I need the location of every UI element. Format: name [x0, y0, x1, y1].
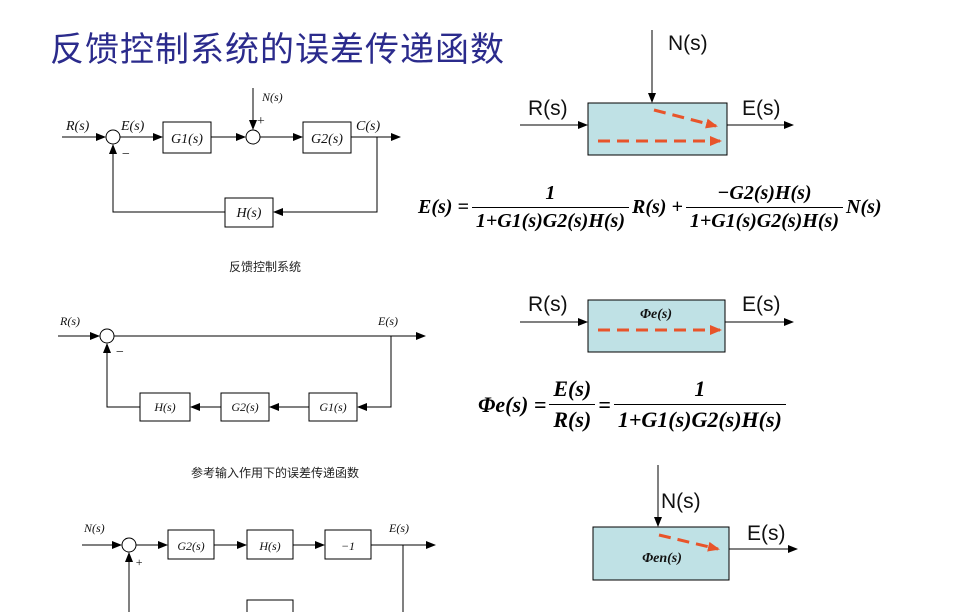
- slide-title: 反馈控制系统的误差传递函数: [50, 30, 505, 70]
- feedback-block-diagram: [62, 88, 401, 228]
- label-r: R(s): [528, 293, 568, 316]
- eq1-frac1-num: 1: [545, 182, 556, 204]
- eq1-mid: R(s) +: [632, 196, 683, 218]
- error-equation: E(s) = 1 1+G1(s)G2(s)H(s) R(s) + −G2(s)H(…: [418, 182, 882, 233]
- label-r: R(s): [65, 119, 90, 134]
- disturbance-error-diagram: [82, 529, 436, 612]
- block-phi-e-label: Φe(s): [640, 307, 672, 322]
- eq2-frac1-den: R(s): [549, 404, 596, 433]
- error-block-rn: [520, 30, 794, 156]
- label-e: E(s): [747, 522, 786, 545]
- label-n: N(s): [83, 521, 105, 535]
- block-h-label: H(s): [236, 206, 262, 221]
- block-g2-label: G2(s): [177, 539, 204, 553]
- eq2-frac2-den: 1+G1(s)G2(s)H(s): [613, 404, 786, 433]
- diagram1-caption: 反馈控制系统: [229, 260, 301, 274]
- block-h-label: H(s): [153, 400, 175, 414]
- minus-sign: −: [115, 345, 124, 360]
- error-block-n: [592, 465, 798, 581]
- block-g1-label: G1(s): [171, 132, 203, 147]
- label-e: E(s): [377, 314, 398, 328]
- eq2-frac2-num: 1: [694, 376, 706, 401]
- label-e: E(s): [742, 293, 781, 316]
- block-phi-en-label: Φen(s): [642, 551, 682, 566]
- reference-error-diagram: [58, 328, 426, 422]
- eq1-lhs: E(s) =: [418, 196, 469, 218]
- block-g2-label: G2(s): [311, 132, 343, 147]
- block-g1-label: G1(s): [319, 400, 346, 414]
- eq2-lhs: Φe(s) =: [478, 391, 547, 417]
- eq1-frac1-den: 1+G1(s)G2(s)H(s): [471, 207, 629, 233]
- label-c: C(s): [356, 119, 380, 134]
- eq1-frac2-den: 1+G1(s)G2(s)H(s): [685, 207, 843, 233]
- eq1-rhs: N(s): [846, 196, 882, 218]
- plus-sign: +: [256, 114, 265, 129]
- eq2-frac1-num: E(s): [553, 376, 592, 401]
- minus-sign: −: [121, 147, 130, 162]
- label-n: N(s): [261, 90, 283, 104]
- diagram2-caption: 参考输入作用下的误差传递函数: [191, 465, 359, 480]
- block-h-label: H(s): [258, 539, 280, 553]
- error-block-r: [520, 299, 794, 353]
- block-g2-label: G2(s): [231, 400, 258, 414]
- eq2-equals: =: [598, 391, 611, 417]
- eq1-frac2-num: −G2(s)H(s): [717, 182, 812, 204]
- label-r: R(s): [59, 314, 80, 328]
- block-neg-label: −1: [341, 539, 355, 553]
- label-n: N(s): [661, 490, 701, 513]
- summing-junction: [245, 129, 261, 145]
- label-r: R(s): [528, 97, 568, 120]
- label-e: E(s): [742, 97, 781, 120]
- label-e: E(s): [388, 521, 409, 535]
- summing-junction: [105, 129, 121, 145]
- error-transfer-equation: Φe(s) = E(s) R(s) = 1 1+G1(s)G2(s)H(s): [478, 376, 789, 433]
- plus-sign: +: [135, 555, 143, 569]
- label-e: E(s): [120, 119, 145, 134]
- label-n: N(s): [668, 32, 708, 55]
